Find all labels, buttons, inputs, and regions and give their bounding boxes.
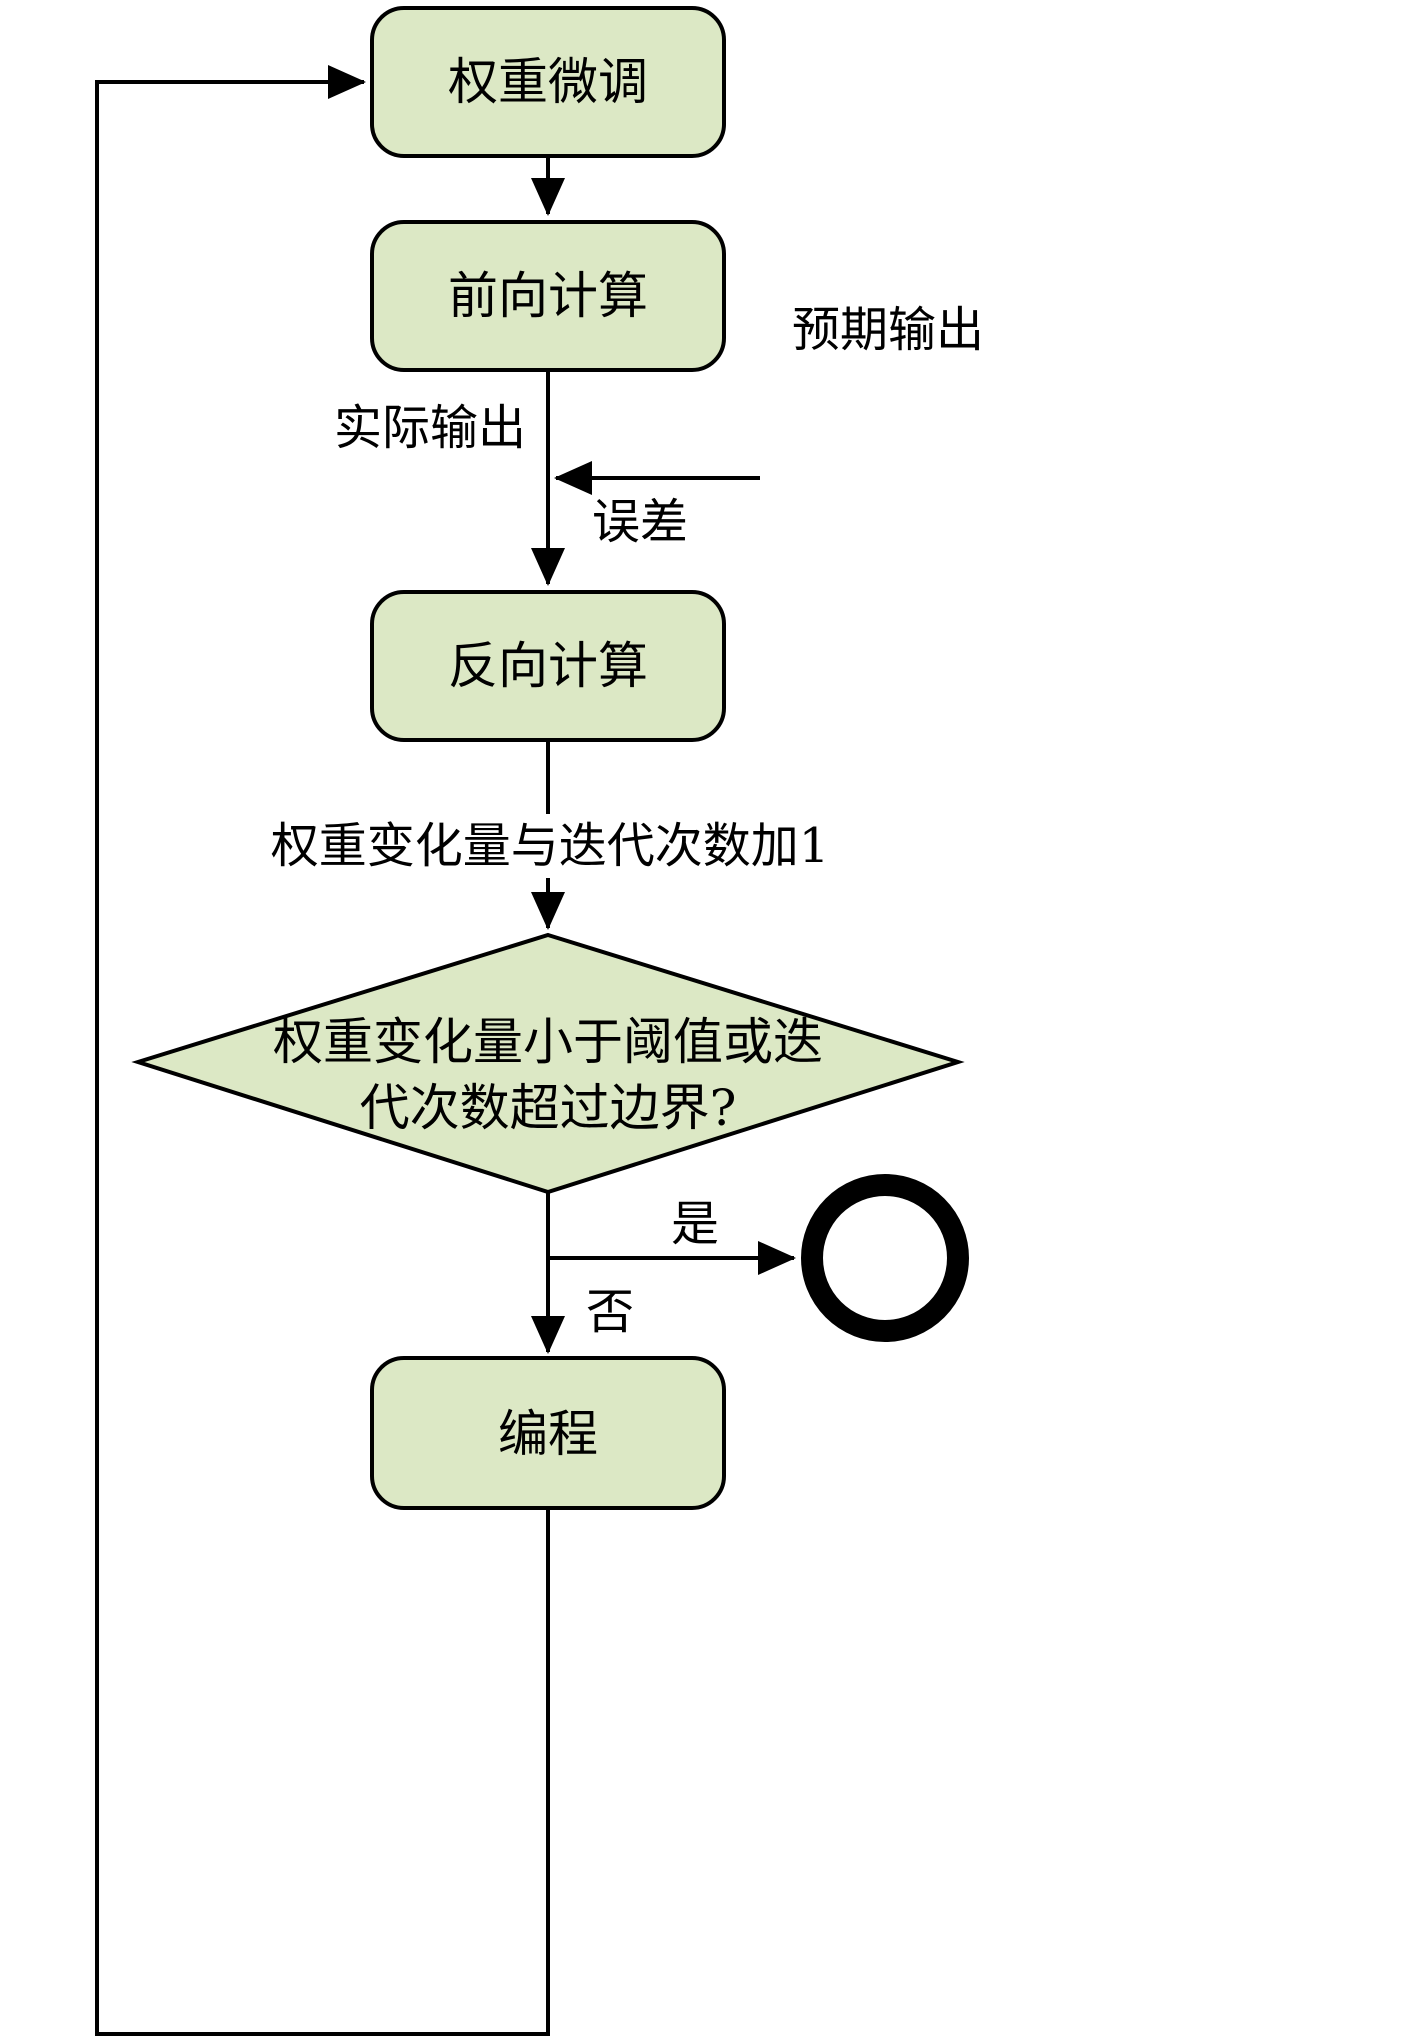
- label-weight-change-backing: [252, 814, 848, 878]
- node-program: [370, 1356, 726, 1510]
- node-decision-label-line2: 代次数超过边界?: [360, 1079, 737, 1137]
- node-backward-calc: [370, 590, 726, 742]
- end-terminal-circle: [801, 1174, 969, 1342]
- node-weight-tune: [370, 6, 726, 158]
- node-forward-calc-label: 前向计算: [448, 267, 648, 325]
- node-weight-tune-label: 权重微调: [448, 53, 648, 111]
- node-decision-label-line1: 权重变化量小于阈值或迭: [273, 1013, 823, 1071]
- node-forward-calc: [370, 220, 726, 372]
- label-actual-output: 实际输出: [334, 400, 526, 456]
- node-backward-calc-label: 反向计算: [448, 637, 648, 695]
- node-program-label: 编程: [498, 1405, 598, 1463]
- label-weight-change-note: 权重变化量与迭代次数加1: [271, 818, 830, 874]
- node-decision-diamond: [131, 932, 965, 1195]
- label-error: 误差: [592, 494, 688, 550]
- label-yes: 是: [671, 1196, 719, 1252]
- label-no: 否: [586, 1284, 634, 1340]
- loop-back-arrow: [95, 65, 550, 2036]
- label-expected-output: 预期输出: [792, 302, 984, 358]
